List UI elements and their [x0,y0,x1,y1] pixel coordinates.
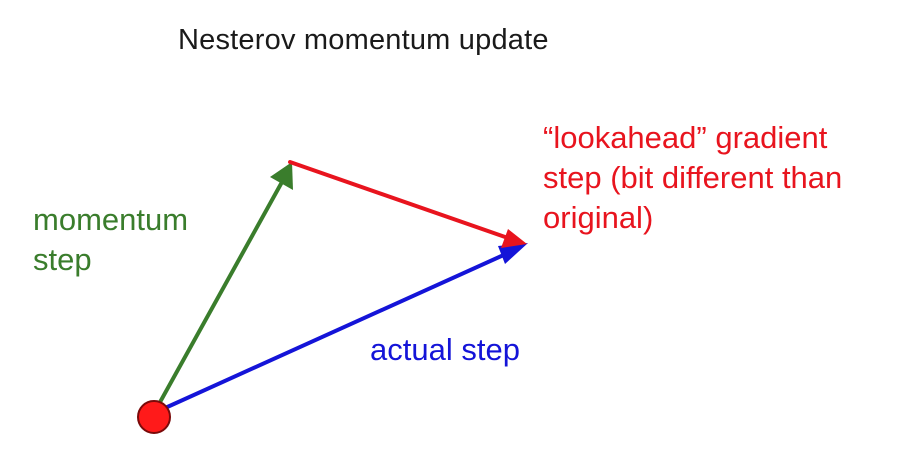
momentum-arrowhead [270,162,293,190]
momentum-label-line-1: momentum [33,202,189,237]
lookahead-gradient-label: “lookahead” gradient step (bit different… [543,118,842,238]
lookahead-label-line-3: original) [543,200,654,235]
momentum-label-line-2: step [33,242,92,277]
momentum-step-arrow [152,180,284,415]
diagram-title: Nesterov momentum update [178,24,549,56]
actual-step-label: actual step [370,332,520,367]
lookahead-label-line-1: “lookahead” gradient [543,120,828,155]
actual-arrowhead [498,243,528,264]
actual-step-arrow [152,251,510,415]
gradient-arrowhead [501,229,527,248]
momentum-step-label: momentum step [33,200,188,280]
start-point [137,400,171,434]
lookahead-label-line-2: step (bit different than [543,160,843,195]
lookahead-gradient-arrow [288,160,510,240]
